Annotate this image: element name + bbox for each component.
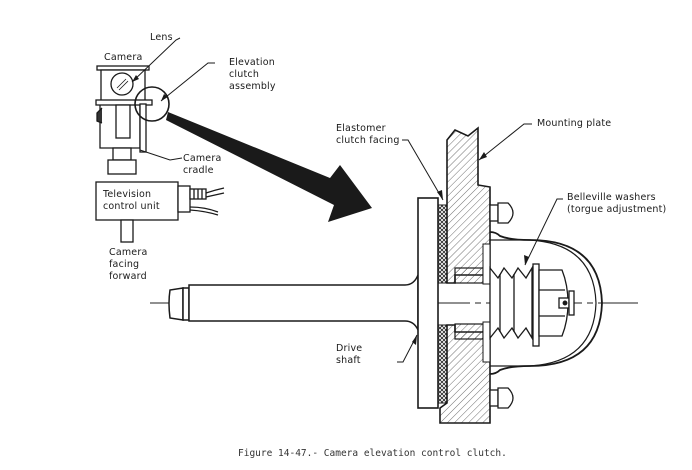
belleville-washers — [489, 265, 533, 341]
inset-leaders — [131, 37, 215, 161]
label-elevation-line2: clutch — [229, 69, 260, 80]
label-elevation-line3: assembly — [229, 81, 276, 92]
label-cradle-line1: Camera — [183, 153, 222, 164]
tv-control-unit-box — [95, 181, 179, 221]
figure-caption: Figure 14-47.- Camera elevation control … — [238, 448, 507, 459]
label-facing-line3: forward — [109, 271, 147, 282]
label-tv-control-unit: Television control unit — [103, 189, 160, 213]
clutch-flange — [417, 197, 439, 409]
mounting-plate-upper — [446, 126, 491, 284]
label-belleville: Belleville washers (torgue adjustment) — [567, 192, 666, 216]
clutch-circle — [134, 86, 170, 122]
camera-inset — [95, 65, 225, 243]
label-facing-line1: Camera — [109, 247, 148, 258]
elastomer-facing-lower — [437, 324, 448, 404]
label-elastomer-line1: Elastomer — [336, 123, 386, 134]
detail-leaders — [397, 123, 563, 363]
camera-lens — [110, 72, 134, 96]
label-camera-facing: Camera facing forward — [109, 247, 147, 283]
label-mounting-plate: Mounting plate — [537, 118, 612, 129]
label-drive-line1: Drive — [336, 343, 363, 354]
label-camera: Camera — [104, 52, 143, 63]
label-facing-line2: facing — [109, 259, 140, 270]
label-elastomer: Elastomer clutch facing — [336, 123, 400, 147]
label-belleville-line2: (torgue adjustment) — [567, 204, 667, 215]
label-elevation-line1: Elevation — [229, 57, 275, 68]
drive-shaft — [168, 274, 419, 331]
label-tv-line1: Television — [103, 189, 152, 200]
label-elastomer-line2: clutch facing — [336, 135, 400, 146]
adjustment-nut — [532, 263, 575, 347]
label-drive-line2: shaft — [336, 355, 361, 366]
label-tv-line2: control unit — [103, 201, 160, 212]
elastomer-facing-upper — [437, 204, 448, 284]
magnify-arrow — [166, 112, 372, 222]
dome-housing — [489, 231, 603, 375]
bolts — [489, 202, 514, 409]
label-camera-cradle: Camera cradle — [183, 153, 221, 177]
label-elevation-clutch: Elevation clutch assembly — [229, 57, 276, 93]
label-belleville-line1: Belleville washers — [567, 192, 656, 203]
label-drive-shaft: Drive shaft — [336, 343, 362, 367]
label-cradle-line2: cradle — [183, 165, 214, 176]
label-lens: Lens — [150, 32, 173, 43]
leader-arrowheads — [132, 75, 529, 345]
